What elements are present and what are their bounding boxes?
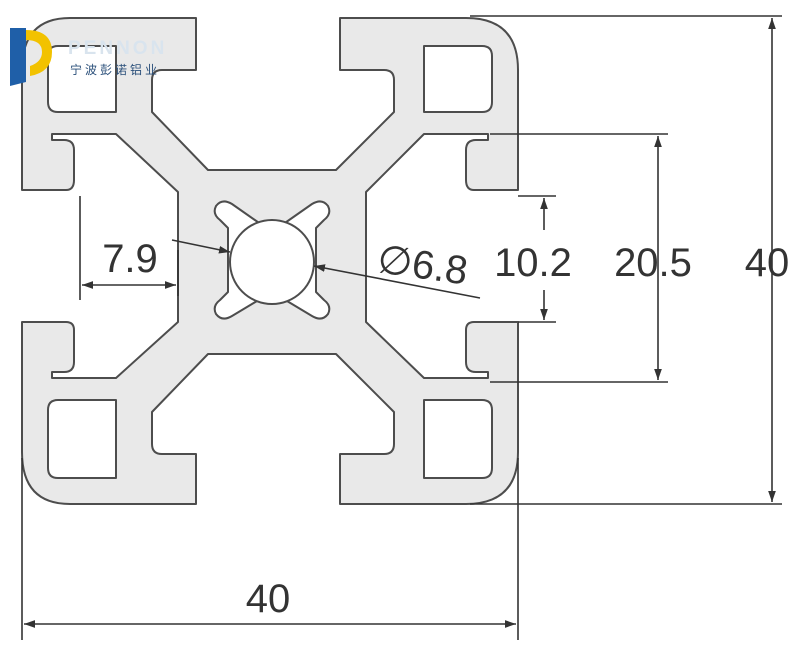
logo-subtext: 宁波彭诺铝业 <box>70 62 160 77</box>
diameter-symbol: ∅ <box>375 237 416 285</box>
label-slot-span: 20.5 <box>614 241 692 285</box>
diameter-value: 6.8 <box>409 242 470 293</box>
logo-mark-swoosh-icon <box>26 30 52 76</box>
aluminium-profile <box>21 17 519 505</box>
label-wall-depth: 7.9 <box>102 237 158 281</box>
corner-cavity-bottom-left <box>47 399 117 479</box>
center-hole <box>229 219 315 305</box>
label-height: 40 <box>745 241 790 285</box>
leader-line-diameter-right <box>313 264 481 299</box>
dimension-lines <box>21 15 782 640</box>
logo-mark-icon <box>10 28 26 86</box>
pennon-logo: PENNON 宁波彭诺铝业 <box>10 28 167 86</box>
corner-cavity-top-left <box>47 45 117 113</box>
label-width: 40 <box>246 577 291 621</box>
leader-line-diameter <box>171 239 231 254</box>
label-slot-opening: 10.2 <box>494 241 572 285</box>
corner-cavity-top-right <box>423 45 493 113</box>
dimension-labels: 40 40 20.5 10.2 7.9 ∅6.8 <box>102 237 789 621</box>
corner-cavity-bottom-right <box>423 399 493 479</box>
label-center-hole: ∅6.8 <box>375 237 471 293</box>
logo-wordmark: PENNON <box>68 38 167 59</box>
